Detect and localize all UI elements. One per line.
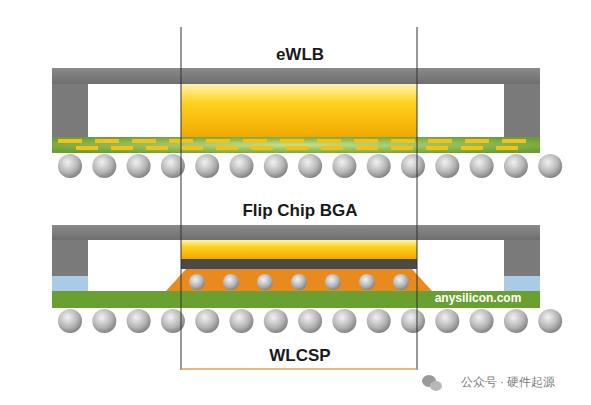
solder-ball [538, 154, 562, 178]
rdl-trace [76, 146, 98, 150]
solder-ball [504, 154, 528, 178]
solder-ball [58, 309, 82, 333]
rdl-trace [95, 139, 119, 143]
rdl-trace [321, 146, 343, 150]
solder-ball [195, 309, 219, 333]
rdl-trace [280, 139, 304, 143]
rdl-trace [251, 146, 273, 150]
rdl-trace [502, 139, 526, 143]
rdl-trace [391, 139, 415, 143]
solder-ball [92, 154, 116, 178]
rdl-trace [181, 146, 203, 150]
solder-ball [538, 309, 562, 333]
bump [359, 274, 375, 290]
solder-ball [470, 154, 494, 178]
rdl-trace [428, 139, 452, 143]
solder-ball [367, 154, 391, 178]
rdl-trace [461, 146, 483, 150]
solder-ball [58, 154, 82, 178]
rdl-trace [391, 146, 413, 150]
bump [223, 274, 239, 290]
solder-ball [435, 154, 459, 178]
bump [257, 274, 273, 290]
rdl-trace [356, 146, 378, 150]
solder-ball [435, 309, 459, 333]
rdl-trace [206, 139, 230, 143]
solder-ball [264, 154, 288, 178]
rdl-trace [317, 139, 341, 143]
solder-ball [127, 154, 151, 178]
solder-ball [401, 309, 425, 333]
rdl-trace [146, 146, 168, 150]
solder-ball [504, 309, 528, 333]
solder-ball [195, 154, 219, 178]
bump [291, 274, 307, 290]
rdl-trace [243, 139, 267, 143]
solder-ball [401, 154, 425, 178]
solder-ball [367, 309, 391, 333]
solder-ball [92, 309, 116, 333]
bump [325, 274, 341, 290]
rdl-trace [111, 146, 133, 150]
watermark: 公众号 · 硬件起源 [461, 376, 556, 389]
rdl-trace [216, 146, 238, 150]
rdl-trace [465, 139, 489, 143]
solder-ball [298, 309, 322, 333]
rdl-trace [58, 139, 82, 143]
solder-ball [127, 309, 151, 333]
bump [393, 274, 409, 290]
solder-ball [230, 154, 254, 178]
solder-ball [470, 309, 494, 333]
solder-ball [332, 154, 356, 178]
rdl-trace [286, 146, 308, 150]
solder-ball [264, 309, 288, 333]
package-label: WLCSP [269, 347, 330, 366]
package-label: eWLB [276, 46, 324, 65]
solder-ball [230, 309, 254, 333]
rdl-trace [354, 139, 378, 143]
rdl-trace [426, 146, 448, 150]
wechat-icon [422, 375, 442, 391]
solder-ball [298, 154, 322, 178]
rdl-trace [132, 139, 156, 143]
package-label: Flip Chip BGA [242, 202, 357, 221]
rdl-trace [496, 146, 518, 150]
watermark: anysilicon.com [435, 292, 522, 305]
solder-ball [332, 309, 356, 333]
bump [189, 274, 205, 290]
